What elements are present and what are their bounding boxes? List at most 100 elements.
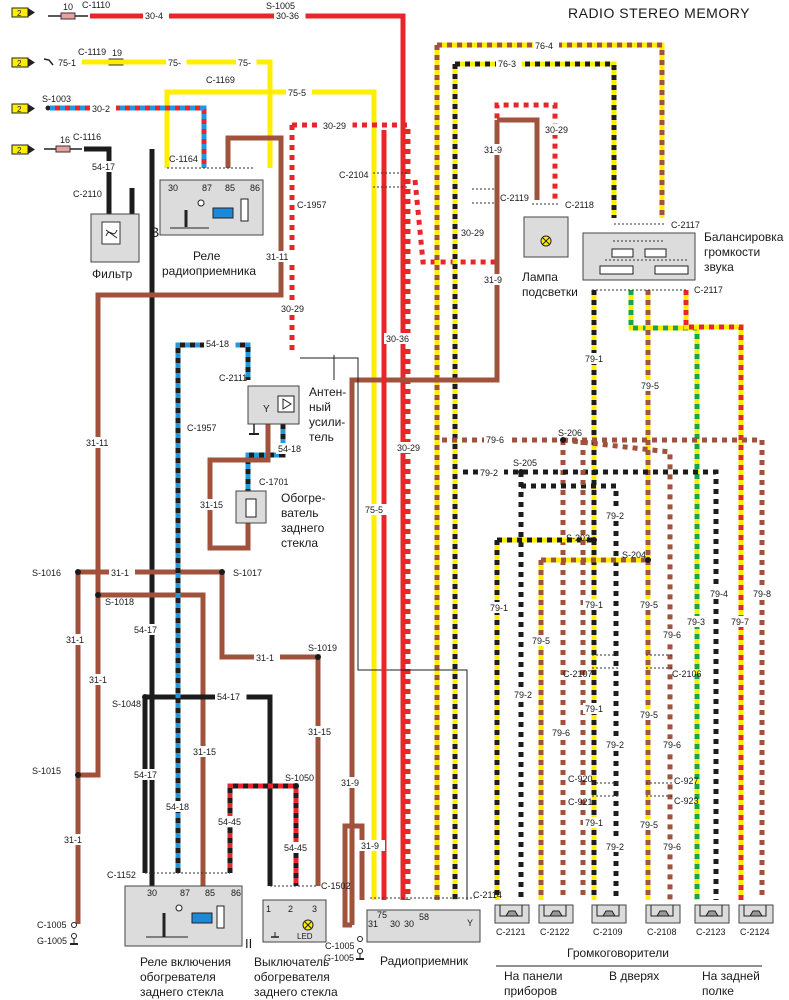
wire-label: 30-29: [543, 124, 575, 135]
svg-text:30-29: 30-29: [545, 125, 568, 135]
wire-label: 54-45: [216, 816, 248, 827]
svg-text:Y: Y: [263, 404, 270, 415]
text-label: C-921: [568, 797, 593, 807]
text-label: обогревателя: [140, 970, 216, 984]
svg-text:79-8: 79-8: [753, 589, 771, 599]
speaker-label: C-2122: [540, 927, 570, 937]
text-label: Радиоприемник: [380, 954, 469, 968]
text-label: G-1005: [324, 953, 354, 963]
wire-75: [58, 59, 273, 168]
svg-text:31-1: 31-1: [111, 568, 129, 578]
wire-label: 54-17: [215, 691, 247, 702]
text-label: 2: [17, 146, 22, 155]
svg-text:76-3: 76-3: [498, 59, 516, 69]
svg-text:79-6: 79-6: [663, 842, 681, 852]
text-label: подсветки: [522, 285, 578, 299]
wire-label: 31-11: [264, 251, 296, 262]
splice-dot: [560, 437, 566, 443]
splice-label: S-203: [566, 533, 590, 543]
svg-text:79-5: 79-5: [532, 636, 550, 646]
splice-dot: [315, 654, 321, 660]
svg-text:79-2: 79-2: [480, 468, 498, 478]
speaker-label: C-2121: [496, 927, 526, 937]
power-tag: 2: [11, 103, 35, 114]
wire-label: 79-6: [661, 739, 687, 750]
svg-text:79-6: 79-6: [663, 630, 681, 640]
radio-receiver: 31 75 30 30 58 Y Радиоприемник: [366, 909, 481, 968]
text-label: 2: [17, 9, 22, 18]
text-label: Антен-: [309, 385, 346, 399]
text-label: 2: [288, 904, 293, 914]
text-label: 31: [368, 919, 378, 929]
wire-label: 54-45: [282, 842, 314, 853]
wire-label: 54-18: [164, 801, 196, 812]
svg-text:31-11: 31-11: [266, 252, 288, 262]
splice-label: S-1005: [266, 1, 295, 11]
wire-label: 79-6: [484, 434, 510, 445]
splice-dot: [219, 569, 225, 575]
text-label: 19: [112, 48, 122, 58]
connector-label: C-1169: [206, 75, 235, 85]
wire-label: 31-15: [306, 726, 338, 737]
svg-text:30-29: 30-29: [281, 304, 304, 314]
wire-label: 30-4: [143, 10, 169, 21]
wire-79-1-pan: [494, 537, 594, 900]
svg-text:54-17: 54-17: [217, 692, 240, 702]
wire-79-5-pan: [538, 557, 648, 900]
text-label: 87: [202, 183, 212, 193]
connector-label: C-2118: [565, 200, 594, 210]
text-label: 75: [377, 910, 387, 920]
wire-label: 75-: [236, 57, 257, 68]
svg-text:79-1: 79-1: [490, 603, 508, 613]
text-label: 2: [17, 105, 22, 114]
wire-label: 31-9: [482, 274, 508, 285]
text-label: Реле включения: [140, 955, 231, 969]
svg-text:79-1: 79-1: [585, 600, 603, 610]
wire-31-1-b: [98, 592, 206, 890]
wire-label: 79-3: [685, 616, 711, 627]
svg-text:54-18: 54-18: [278, 444, 301, 454]
wires: [50, 13, 765, 928]
wire-label: 79-5: [638, 819, 664, 830]
splice-label: S-206: [558, 428, 582, 438]
connector-label: C-1701: [259, 477, 289, 487]
svg-text:30-36: 30-36: [276, 11, 299, 21]
wire-label: 30-36: [384, 333, 416, 344]
text-label: заднего: [281, 521, 325, 535]
speaker: C-2123: [694, 904, 730, 937]
wire-label: 31-1: [109, 567, 135, 578]
wire-label: 31-9: [482, 144, 508, 155]
wire-30-29-top: [292, 122, 411, 900]
speaker: C-2121: [494, 904, 530, 937]
svg-text:75-5: 75-5: [288, 88, 306, 98]
volume-balance: Балансировка громкости звука: [582, 230, 784, 281]
svg-text:54-17: 54-17: [134, 625, 157, 635]
text-label: заднего стекла: [140, 985, 224, 999]
diagram-title: RADIO STEREO MEMORY: [568, 5, 750, 21]
svg-text:79-3: 79-3: [687, 617, 705, 627]
text-label: На панели: [504, 969, 562, 983]
svg-text:79-1: 79-1: [585, 354, 603, 364]
splice-label: S-1018: [105, 597, 134, 607]
wire-label: 79-8: [751, 588, 777, 599]
splice-label: S-1048: [112, 699, 141, 709]
wire-label: 30-29: [321, 120, 353, 131]
svg-text:54-45: 54-45: [218, 817, 241, 827]
text-label: 30: [147, 888, 157, 898]
svg-text:75-: 75-: [168, 58, 181, 68]
wire-label: 31-1: [254, 652, 280, 663]
svg-text:30-29: 30-29: [397, 443, 420, 453]
wire-label: 79-2: [604, 841, 630, 852]
wire-label: 79-2: [604, 510, 630, 521]
wire-31-11: [80, 135, 284, 778]
radio-relay: 30 87 85 86 B Реле радиоприемника: [150, 179, 264, 278]
text-label: 58: [419, 912, 429, 922]
text-label: 85: [205, 888, 215, 898]
text-label: C-923: [674, 796, 699, 806]
text-label: Балансировка: [704, 230, 784, 244]
wire-31-9: [349, 117, 540, 925]
svg-text:75-1: 75-1: [58, 58, 76, 68]
text-label: 2: [17, 59, 22, 68]
wire-label: 79-1: [583, 817, 609, 828]
wire-76-4: [434, 42, 665, 900]
